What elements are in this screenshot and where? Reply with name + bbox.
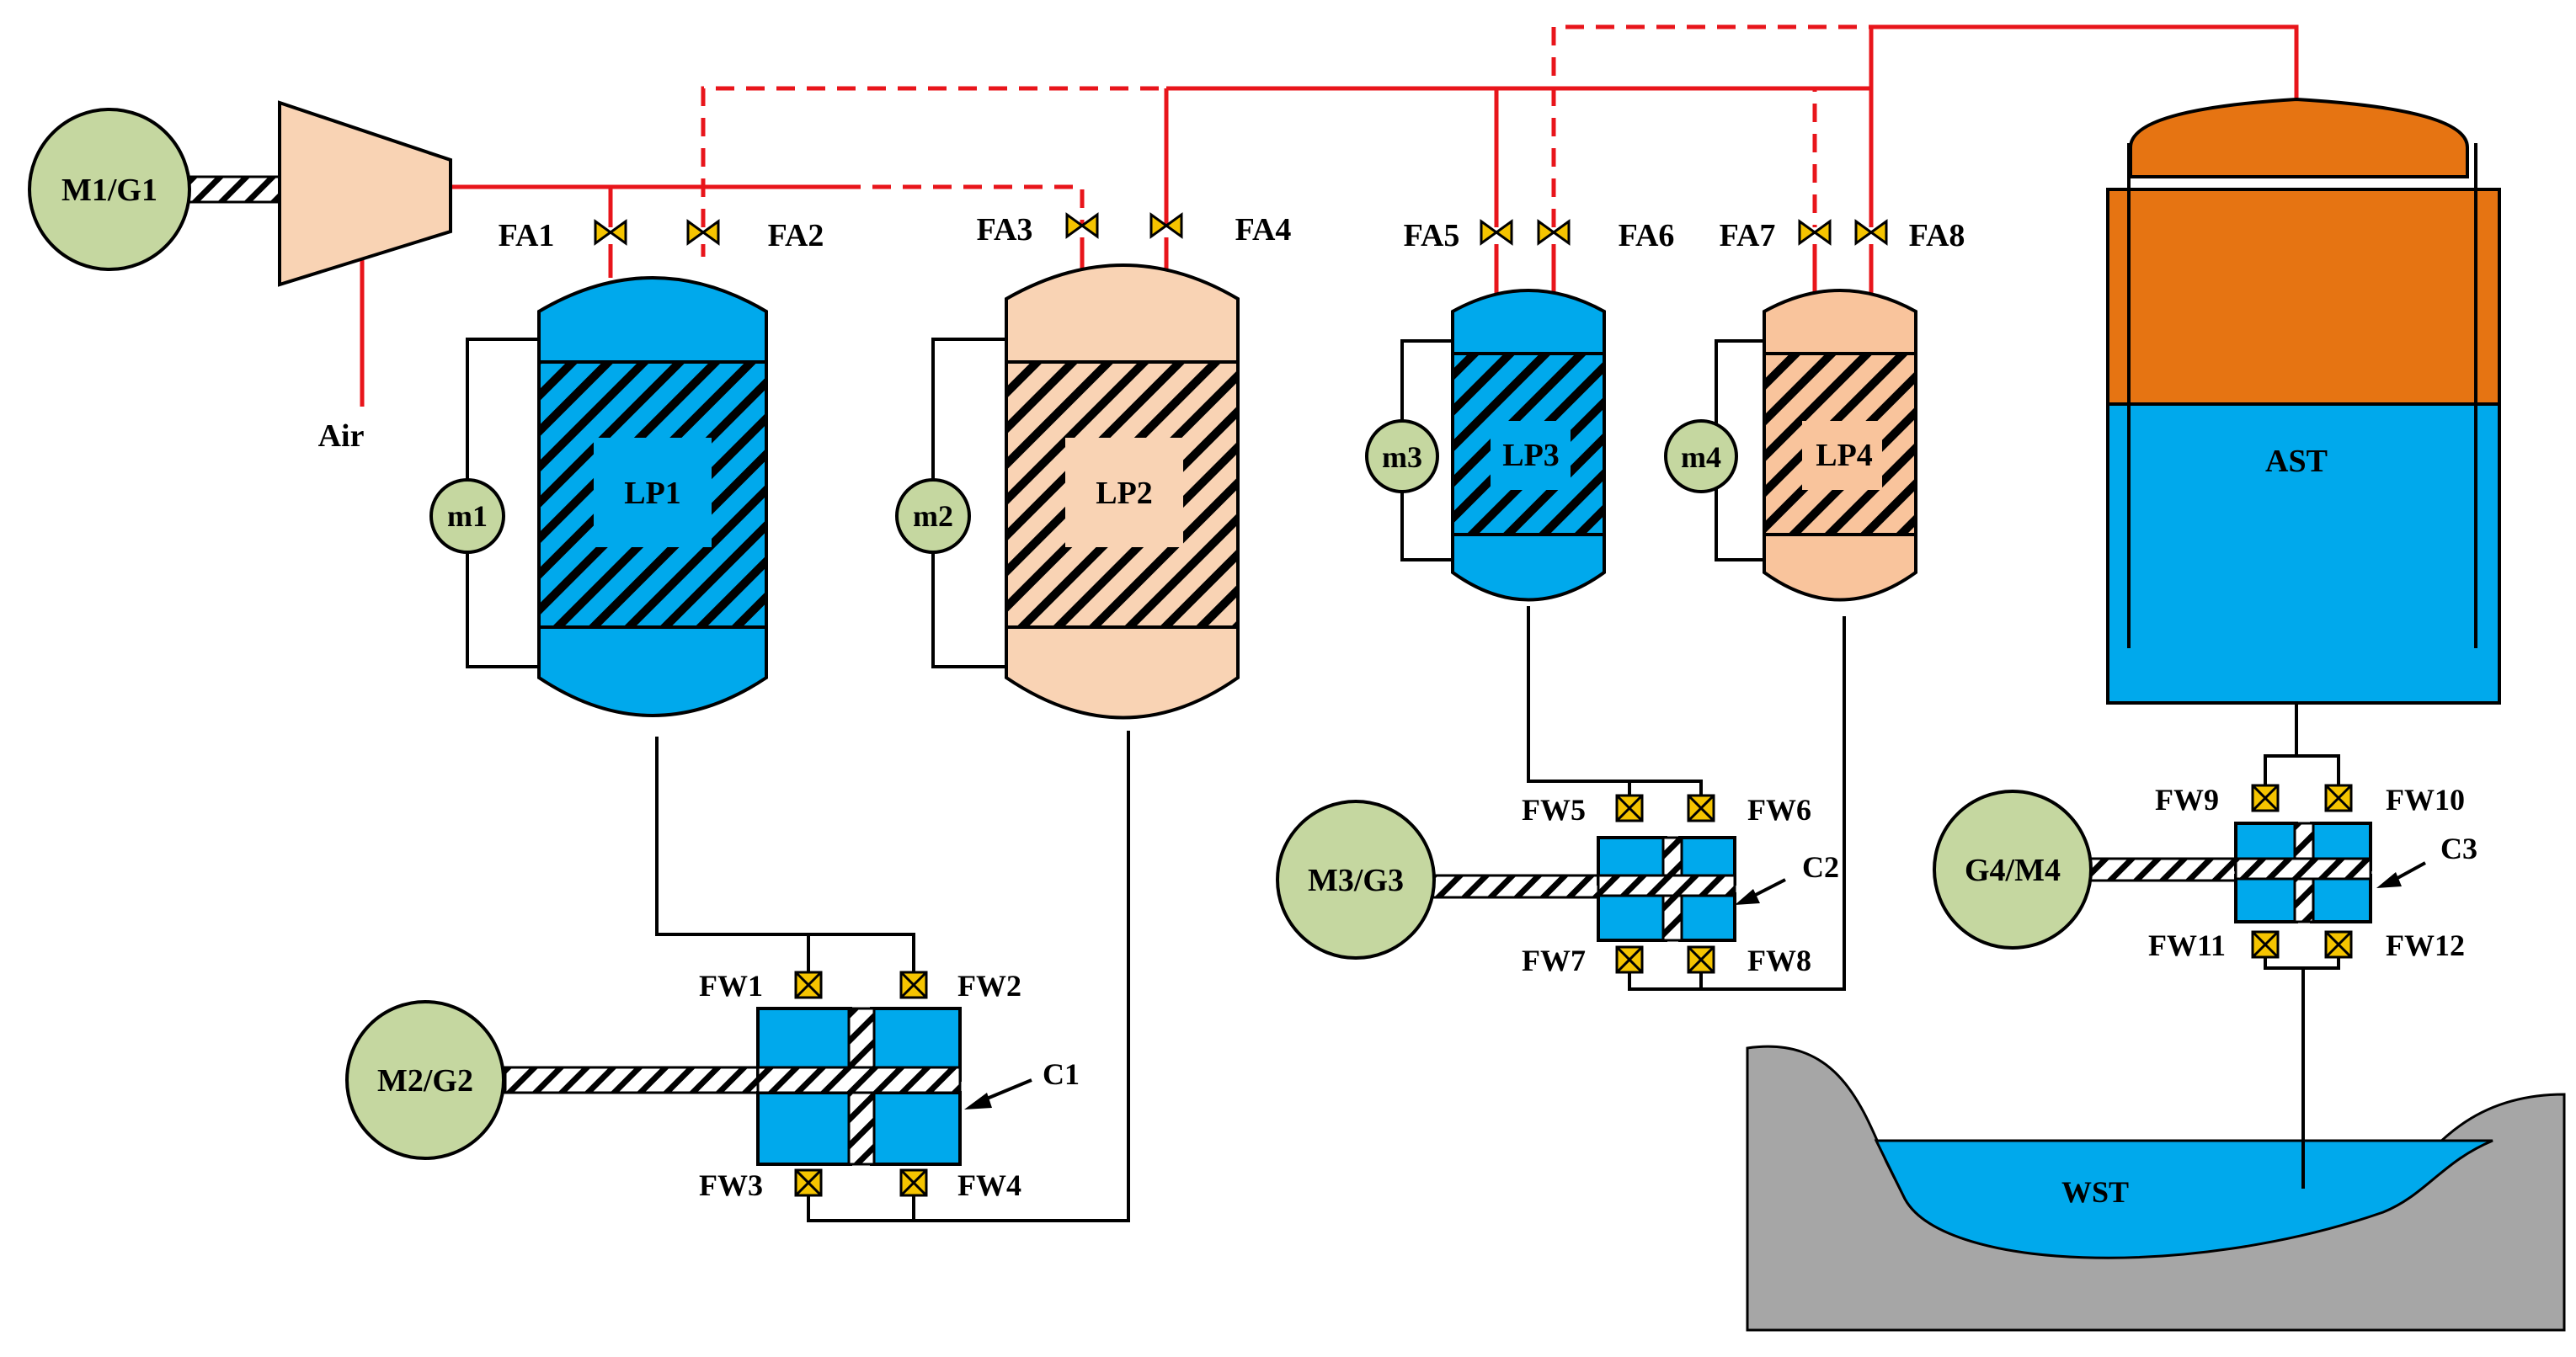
fa5-label: FA5 <box>1404 218 1460 253</box>
air-pipelines <box>360 24 2299 407</box>
valve-fa7-icon <box>1798 220 1832 245</box>
cylinder-c1: M2/G2 C1 <box>345 1000 1080 1166</box>
m3g3-label: M3/G3 <box>1308 863 1404 898</box>
air-label: Air <box>318 418 365 454</box>
water-valves <box>794 784 2353 1197</box>
lp2-label: LP2 <box>1096 476 1153 511</box>
valve-fw11-icon <box>2251 930 2280 959</box>
cylinder-c3: G4/M4 C3 <box>1933 790 2477 950</box>
water-storage-tank: WST <box>1746 1045 2566 1332</box>
motor-generator-m1g1 <box>28 108 191 271</box>
lp1-label: LP1 <box>624 476 681 511</box>
air-storage-tank: AST <box>2106 97 2501 705</box>
valve-fw5-icon <box>1615 794 1644 822</box>
compressor <box>278 100 452 287</box>
g4m4-label: G4/M4 <box>1965 853 2061 888</box>
tank-lp2: LP2 m2 <box>895 263 1240 720</box>
m3-label: m3 <box>1382 440 1422 474</box>
fw4-label: FW4 <box>957 1168 1021 1202</box>
fw-labels: FW1 FW2 FW3 FW4 FW5 FW6 FW7 FW8 FW9 FW10… <box>699 783 2465 1202</box>
fw7-label: FW7 <box>1522 944 1586 977</box>
m4-label: m4 <box>1681 440 1721 474</box>
motor-generator-m2g2 <box>345 1000 505 1160</box>
valve-fw1-icon <box>794 971 823 999</box>
valve-fw6-icon <box>1687 794 1715 822</box>
tank-lp4: LP4 m4 <box>1664 289 1917 602</box>
fw6-label: FW6 <box>1747 793 1811 827</box>
fa-labels: FA1 FA2 FA3 FA4 FA5 FA6 FA7 FA8 <box>499 212 1965 253</box>
c3-label: C3 <box>2440 832 2477 865</box>
meter-m4 <box>1664 419 1738 493</box>
cylinder-c2: M3/G3 C2 <box>1276 800 1839 960</box>
lp3-label: LP3 <box>1502 438 1560 473</box>
tank-lp3: LP3 m3 <box>1365 289 1606 602</box>
fa3-label: FA3 <box>977 212 1033 247</box>
c2-label: C2 <box>1802 850 1839 884</box>
fw3-label: FW3 <box>699 1168 763 1202</box>
meter-m1 <box>429 478 505 554</box>
tank-lp1: LP1 m1 <box>429 276 768 717</box>
m2g2-label: M2/G2 <box>377 1063 473 1099</box>
ast-label: AST <box>2265 444 2328 479</box>
fw8-label: FW8 <box>1747 944 1811 977</box>
valve-fw7-icon <box>1615 945 1644 974</box>
fw12-label: FW12 <box>2386 929 2465 962</box>
wst-label: WST <box>2061 1175 2129 1209</box>
motor-generator-m3g3 <box>1276 800 1436 960</box>
m1-label: m1 <box>447 499 488 533</box>
fw5-label: FW5 <box>1522 793 1586 827</box>
compressor-unit: M1/G1 Air <box>28 100 452 454</box>
fa1-label: FA1 <box>499 218 555 253</box>
fa8-label: FA8 <box>1909 218 1965 253</box>
valve-fw2-icon <box>899 971 928 999</box>
fw11-label: FW11 <box>2148 929 2226 962</box>
valve-fw9-icon <box>2251 784 2280 812</box>
fw1-label: FW1 <box>699 969 763 1003</box>
motor-generator-g4m4 <box>1933 790 2093 950</box>
meter-m2 <box>895 478 971 554</box>
fa4-label: FA4 <box>1235 212 1292 247</box>
c1-label: C1 <box>1043 1057 1080 1091</box>
fw2-label: FW2 <box>957 969 1021 1003</box>
m2-label: m2 <box>913 499 953 533</box>
valve-fw3-icon <box>794 1168 823 1197</box>
m1g1-label: M1/G1 <box>61 173 157 208</box>
fw10-label: FW10 <box>2386 783 2465 817</box>
valve-fw4-icon <box>899 1168 928 1197</box>
valve-fw12-icon <box>2324 930 2353 959</box>
water-surface <box>1874 1139 2493 1259</box>
valve-fw8-icon <box>1687 945 1715 974</box>
fa6-label: FA6 <box>1619 218 1675 253</box>
fa7-label: FA7 <box>1720 218 1776 253</box>
fa2-label: FA2 <box>768 218 824 253</box>
valve-fw10-icon <box>2324 784 2353 812</box>
lp4-label: LP4 <box>1816 438 1873 473</box>
shaft-m1g1 <box>171 175 288 204</box>
meter-m3 <box>1365 419 1439 493</box>
fw9-label: FW9 <box>2155 783 2219 817</box>
valve-fa3-icon <box>1065 213 1099 238</box>
